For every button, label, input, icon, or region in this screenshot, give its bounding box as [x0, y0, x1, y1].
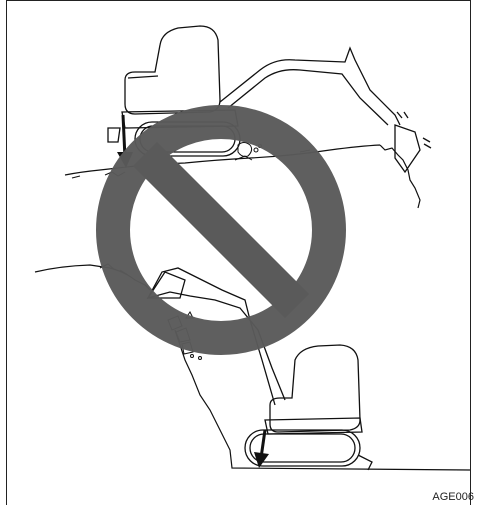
figure-code: AGE006	[432, 491, 474, 503]
lower-excavator	[148, 268, 372, 470]
prohibition-sign-icon	[113, 122, 329, 338]
